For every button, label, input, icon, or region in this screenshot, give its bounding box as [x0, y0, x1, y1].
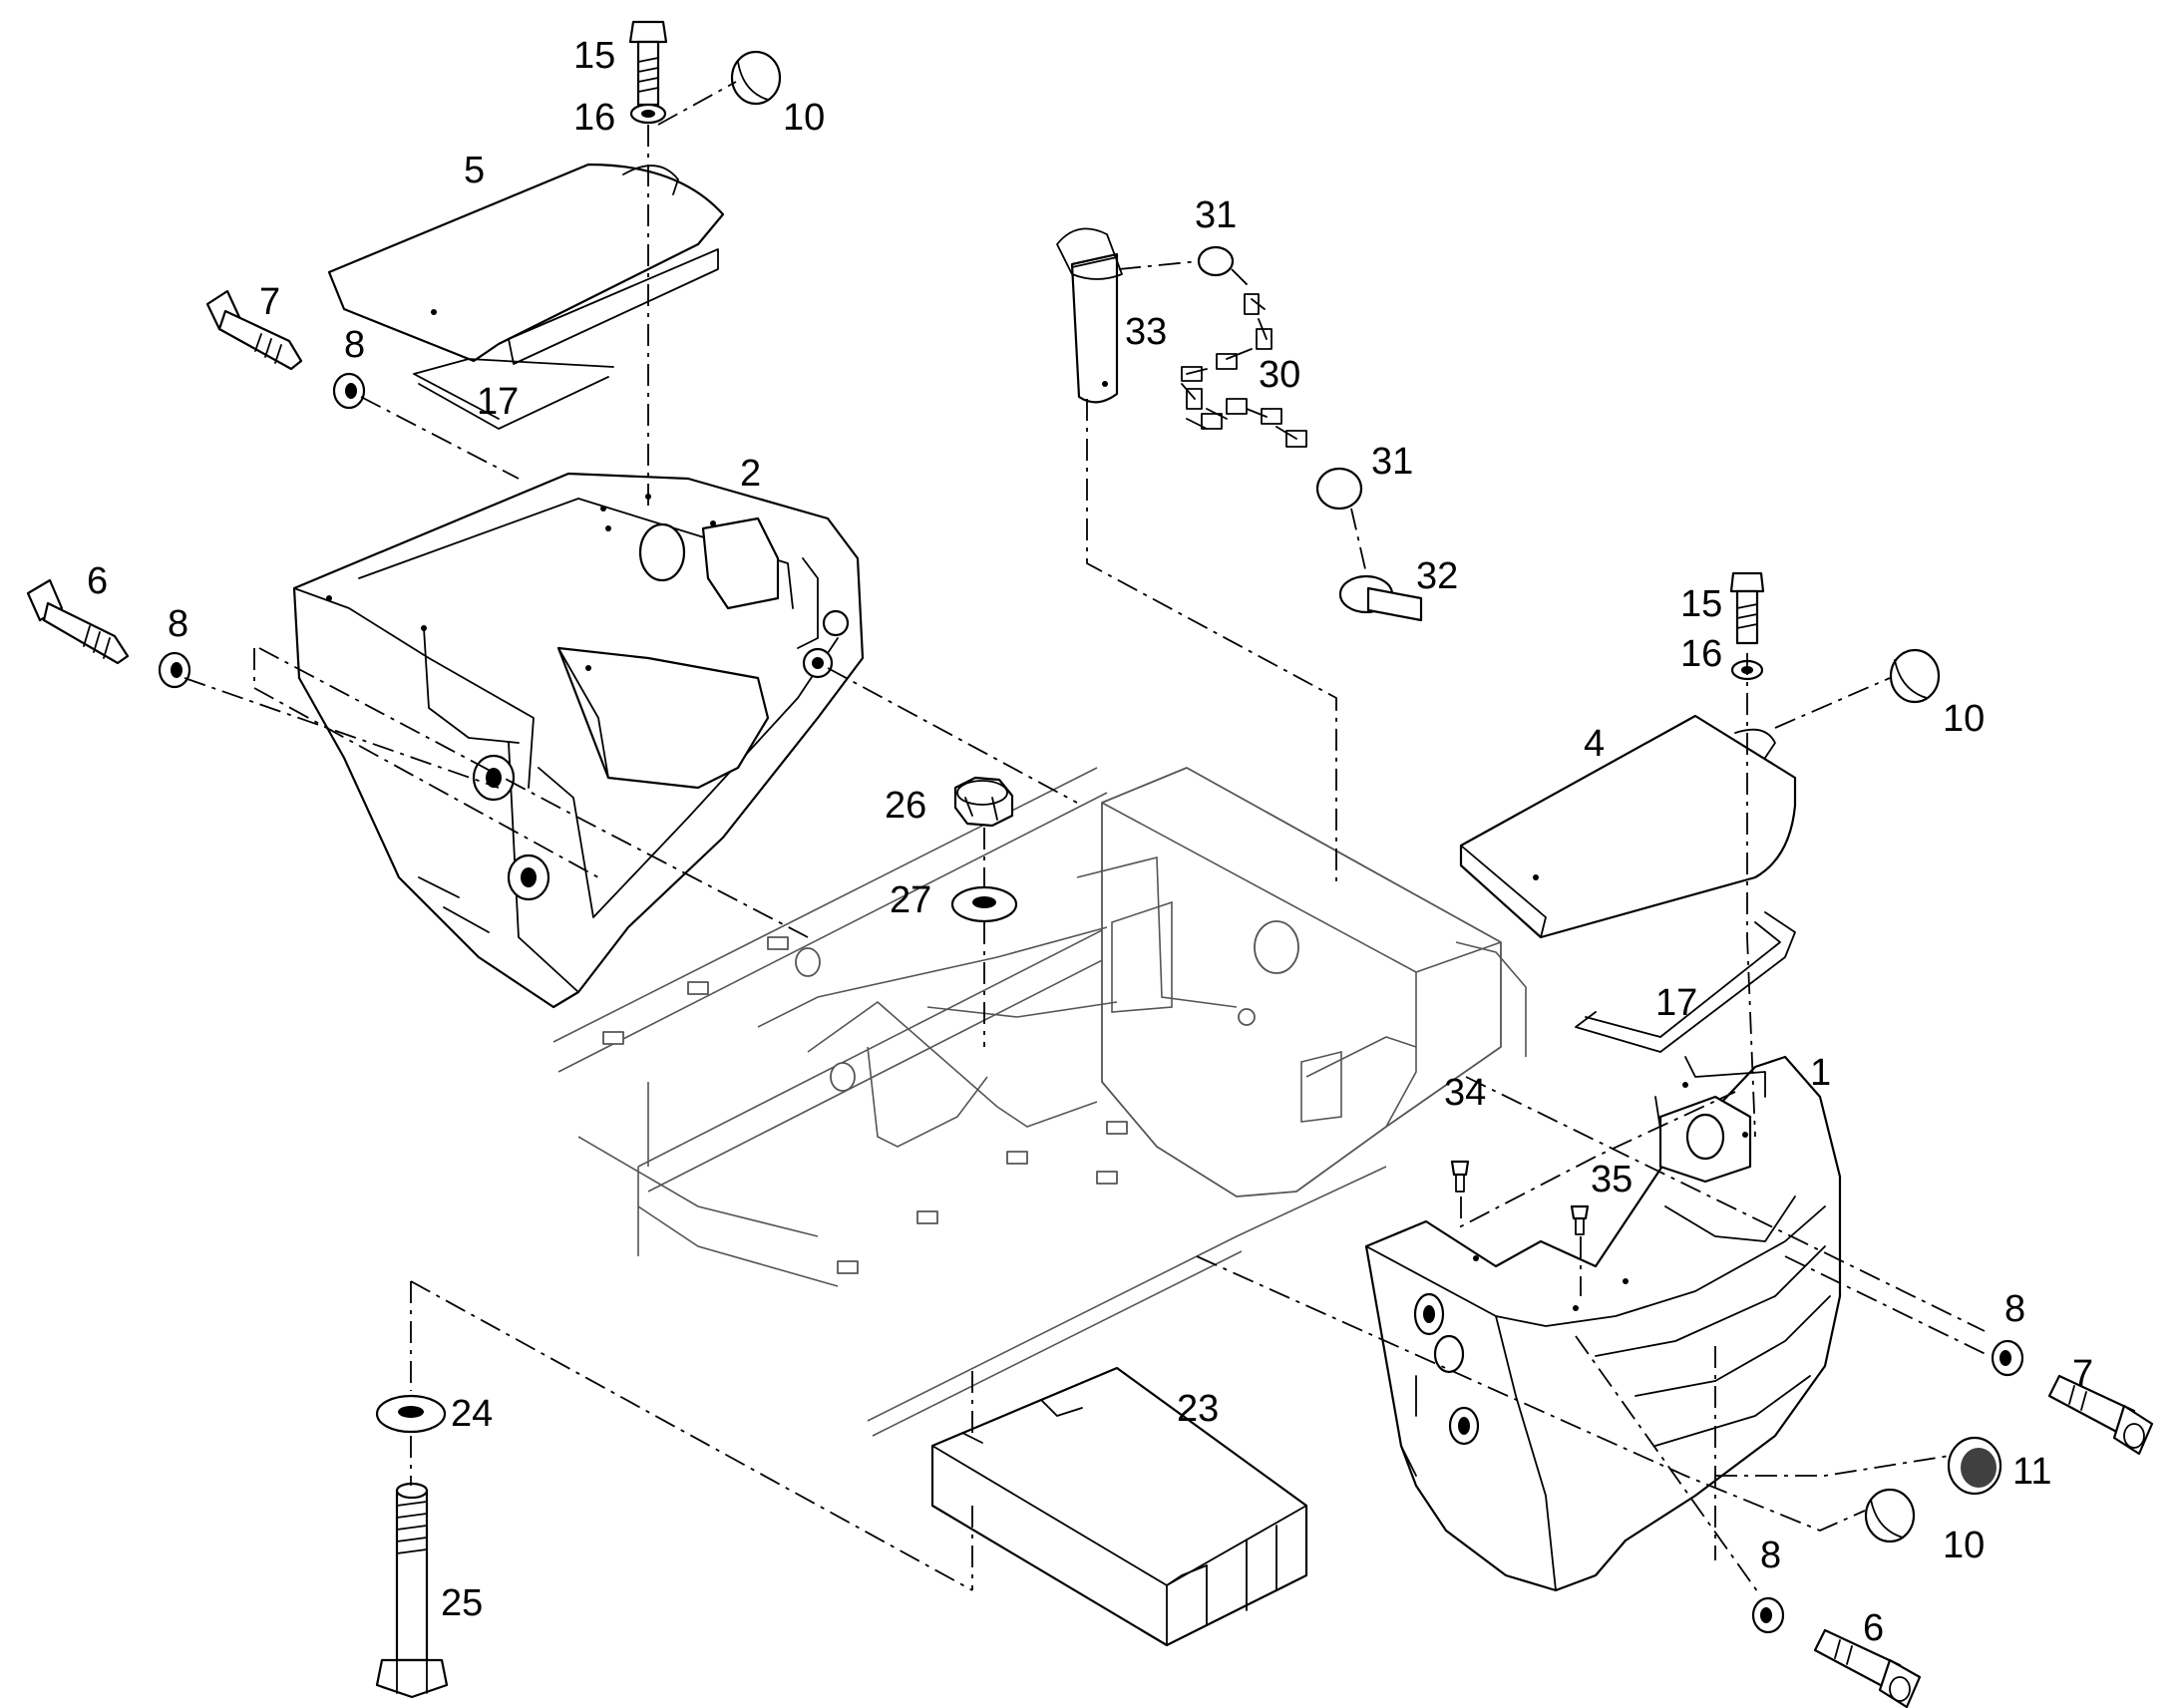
callout-label: 6 — [1863, 1607, 1884, 1649]
callout-label: 17 — [1655, 982, 1697, 1024]
chain — [1181, 293, 1307, 448]
bolt-left-upper — [205, 289, 303, 371]
callout-label: 26 — [885, 785, 926, 827]
callout-label: 24 — [451, 1393, 493, 1435]
callout-label: 33 — [1125, 311, 1167, 353]
nut — [953, 776, 1014, 828]
callout-label: 8 — [344, 324, 365, 366]
washer-right-upper — [1991, 1339, 2024, 1377]
cover-plate-left — [327, 163, 725, 365]
callout-label: 15 — [1680, 583, 1722, 625]
hitch-pin — [1056, 227, 1123, 404]
screw-35 — [1570, 1204, 1590, 1235]
screw-34 — [1450, 1160, 1470, 1193]
callout-label: 10 — [783, 97, 825, 139]
cover-plate-right — [1459, 714, 1797, 939]
callout-label: 7 — [259, 281, 280, 323]
callout-label: 31 — [1371, 441, 1413, 483]
plug-cap-right-upper — [1889, 648, 1941, 704]
callout-labels: 15 16 10 5 7 8 17 2 6 8 31 33 30 31 32 1… — [87, 35, 2093, 1649]
callout-label: 8 — [2004, 1288, 2025, 1330]
callout-label: 5 — [464, 150, 485, 191]
callout-label: 1 — [1810, 1052, 1831, 1094]
seal-strip-right — [1575, 911, 1796, 1053]
callout-label: 34 — [1444, 1072, 1486, 1114]
bolt-right-lower — [1813, 1628, 1922, 1708]
callout-label: 31 — [1195, 194, 1237, 236]
callout-label: 25 — [441, 1582, 483, 1624]
callout-label: 27 — [890, 879, 931, 921]
washer-left-cover — [629, 103, 667, 125]
bolt-left-lower — [26, 578, 130, 665]
callout-label: 7 — [2072, 1353, 2093, 1395]
split-ring-upper — [1197, 245, 1235, 277]
washer-tie-rod — [375, 1394, 447, 1434]
callout-label: 6 — [87, 560, 108, 602]
callout-label: 15 — [573, 35, 615, 77]
split-ring-lower — [1315, 467, 1363, 511]
callout-label: 10 — [1943, 1525, 1985, 1566]
callout-label: 30 — [1259, 354, 1300, 396]
callout-label: 32 — [1416, 555, 1458, 597]
callout-label: 16 — [1680, 633, 1722, 675]
callout-label: 4 — [1584, 723, 1605, 765]
callout-label: 11 — [2012, 1451, 2051, 1493]
callout-label: 35 — [1591, 1159, 1633, 1200]
washer-right-lower — [1751, 1596, 1785, 1634]
washer-left-upper — [332, 372, 366, 410]
seal-strip-left — [413, 358, 614, 430]
main-frame — [552, 767, 1527, 1437]
bolt-right-upper — [2047, 1374, 2154, 1456]
washer-left-lower — [158, 651, 191, 689]
washer-center — [950, 885, 1018, 923]
reflector — [1947, 1436, 2002, 1496]
bolt-left-cover — [628, 20, 668, 107]
bolt-right-cover — [1729, 571, 1765, 645]
callout-label: 8 — [168, 603, 188, 645]
plug-cap-top — [730, 50, 782, 106]
ballast-block — [930, 1366, 1308, 1647]
counterweight-left — [292, 472, 865, 1009]
callout-label: 10 — [1943, 698, 1985, 740]
callout-label: 8 — [1760, 1535, 1781, 1576]
plug-cap-right-lower — [1864, 1488, 1916, 1543]
tie-rod-bolt — [375, 1482, 449, 1699]
callout-label: 16 — [573, 97, 615, 139]
counterweight-right — [1364, 1055, 1842, 1592]
callout-label: 17 — [477, 381, 519, 423]
callout-label: 23 — [1177, 1388, 1219, 1430]
linch-clip — [1338, 574, 1423, 622]
assembly-leader-lines — [183, 81, 1991, 1596]
callout-label: 2 — [740, 453, 761, 495]
